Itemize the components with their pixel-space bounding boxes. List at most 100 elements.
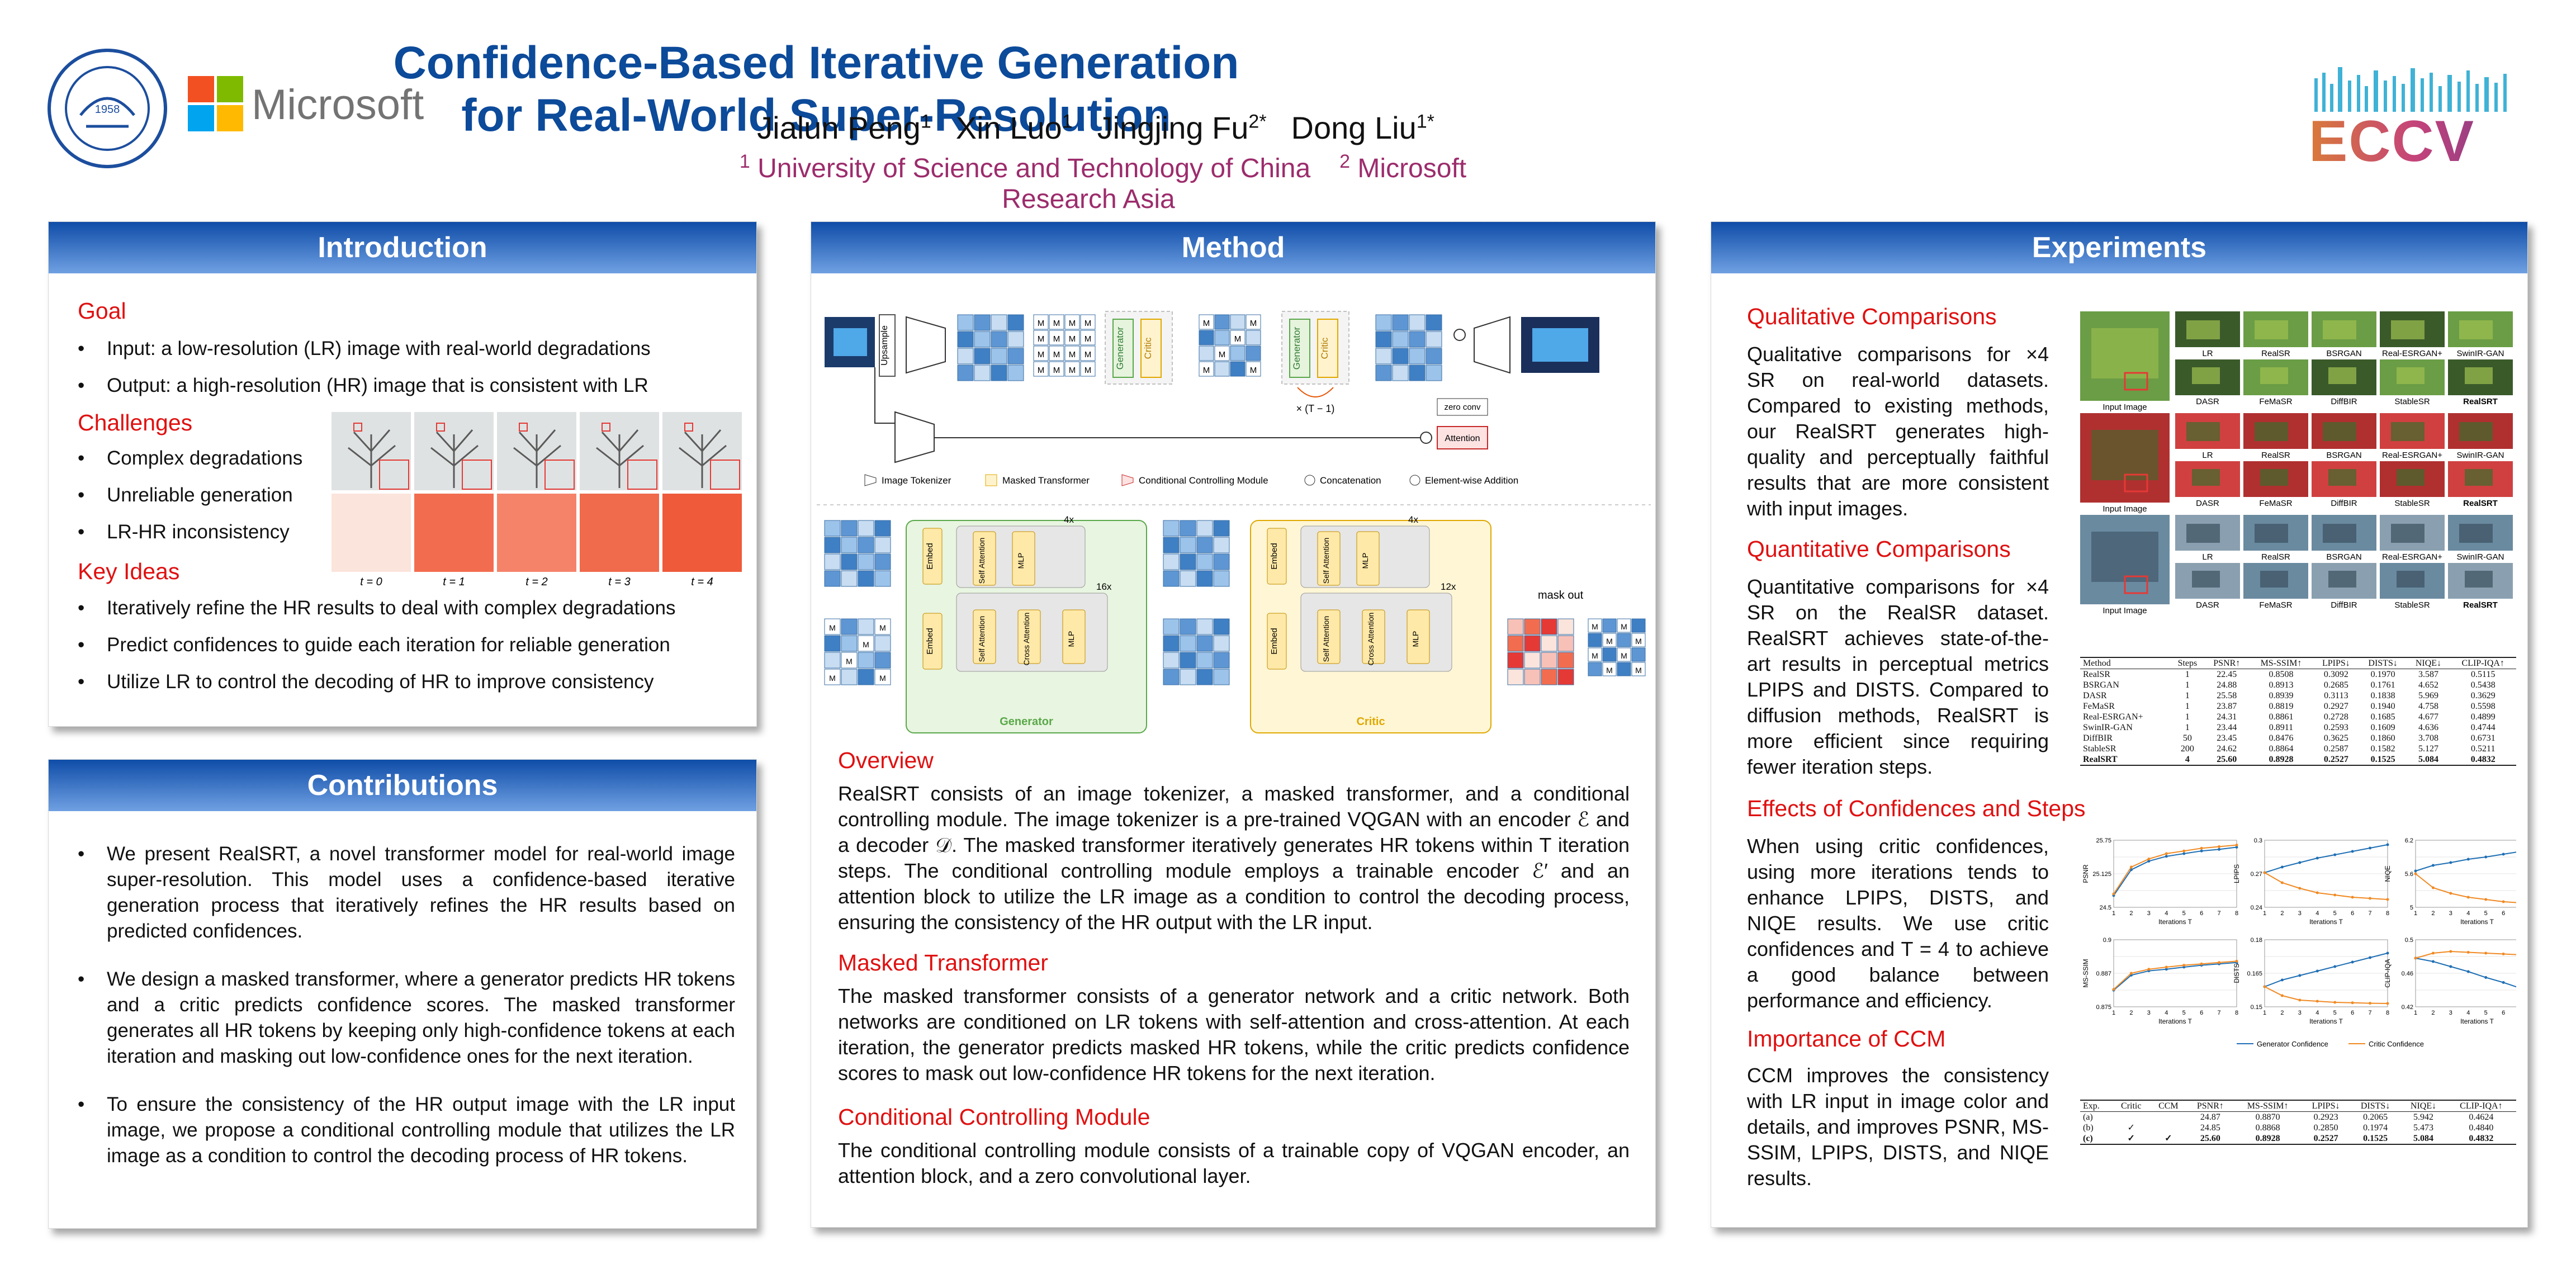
x-tick-label: 2 bbox=[2280, 910, 2284, 917]
table-cell: 24.31 bbox=[2217, 712, 2237, 722]
contribution-item: To ensure the consistency of the HR outp… bbox=[78, 1092, 735, 1169]
ustc-logo: 1958 bbox=[48, 49, 167, 168]
x-tick-label: 5 bbox=[2182, 1010, 2186, 1016]
upsample-label: Upsample bbox=[880, 325, 889, 366]
data-point bbox=[2351, 850, 2354, 853]
ccm-importance-text: CCM improves the consistency with LR inp… bbox=[1747, 1064, 2049, 1190]
mask-token: M bbox=[879, 623, 886, 632]
table-cell: 0.2065 bbox=[2363, 1112, 2388, 1122]
table-cell: 0.8939 bbox=[2269, 691, 2294, 700]
table-cell: 1 bbox=[2185, 691, 2190, 700]
table-cell: 0.5598 bbox=[2470, 702, 2496, 711]
table-cell: 0.8819 bbox=[2269, 702, 2294, 711]
table-cell: 0.1860 bbox=[2370, 733, 2395, 743]
x-tick-label: 6 bbox=[2200, 910, 2203, 917]
table-cell: 5.084 bbox=[2407, 754, 2450, 766]
mask-token: M bbox=[1085, 350, 1092, 359]
table-cell: ✓ bbox=[2149, 1133, 2187, 1145]
block-label: Self Attention bbox=[977, 616, 986, 662]
data-point bbox=[2280, 881, 2284, 884]
data-point bbox=[2386, 1002, 2389, 1005]
y-tick-label: 5.6 bbox=[2405, 871, 2413, 878]
table-cell: 0.2527 bbox=[2302, 1133, 2350, 1145]
mask-token: M bbox=[1053, 366, 1060, 375]
mask-token: M bbox=[1621, 651, 1627, 660]
x-tick-label: 6 bbox=[2502, 1010, 2505, 1016]
x-tick-label: 4 bbox=[2315, 910, 2319, 917]
table-cell: (b) bbox=[2083, 1123, 2094, 1133]
method-caption: RealSRT bbox=[2463, 600, 2498, 610]
method-caption: DiffBIR bbox=[2331, 397, 2357, 406]
data-point bbox=[2431, 951, 2435, 955]
block-label: MLP bbox=[1067, 631, 1076, 647]
x-tick-label: 6 bbox=[2502, 910, 2505, 917]
table-cell: 50 bbox=[2182, 733, 2192, 743]
table-cell: 4.636 bbox=[2418, 723, 2438, 732]
method-caption: FeMaSR bbox=[2259, 600, 2292, 610]
data-point bbox=[2333, 1001, 2337, 1004]
table-cell: Real-ESRGAN+ bbox=[2083, 712, 2143, 722]
eccv-wordmark: ECCV bbox=[2309, 112, 2521, 171]
iteration-column: t = 4 bbox=[662, 412, 742, 588]
x-tick-label: 2 bbox=[2280, 1010, 2284, 1016]
table-cell: 0.5211 bbox=[2471, 744, 2496, 754]
data-point bbox=[2431, 960, 2435, 963]
block-label: Self Attention bbox=[1322, 616, 1330, 662]
mask-token: M bbox=[1053, 319, 1060, 328]
table-cell: 0.1974 bbox=[2363, 1123, 2388, 1133]
data-point bbox=[2182, 964, 2186, 967]
embed-label: Embed bbox=[925, 628, 935, 655]
table-cell: 4 bbox=[2170, 754, 2205, 766]
table-cell: 0.8913 bbox=[2269, 680, 2294, 690]
table-cell: (c) bbox=[2080, 1133, 2113, 1145]
author-sup: 1 bbox=[920, 111, 931, 132]
data-point bbox=[2235, 959, 2238, 963]
author-sup: 1 bbox=[1062, 111, 1073, 132]
data-point bbox=[2502, 953, 2505, 955]
y-tick-label: 25.75 bbox=[2096, 837, 2111, 844]
data-point bbox=[2200, 846, 2203, 850]
data-point bbox=[2165, 855, 2168, 858]
data-point bbox=[2484, 855, 2488, 859]
challenge-item: Unreliable generation bbox=[78, 482, 368, 508]
y-axis-label: PSNR bbox=[2082, 864, 2090, 883]
table-cell: 0.4832 bbox=[2446, 1133, 2516, 1145]
table-header-cell: NIQE↓ bbox=[2400, 1100, 2446, 1112]
table-cell: 24.87 bbox=[2200, 1112, 2220, 1122]
data-point bbox=[2466, 858, 2470, 861]
method-caption: DiffBIR bbox=[2331, 499, 2357, 508]
table-cell: 0.8911 bbox=[2269, 723, 2294, 732]
generator-label: Generator bbox=[1115, 326, 1125, 370]
table-cell: 0.8928 bbox=[2249, 754, 2313, 766]
author-name: Xin Luo1 bbox=[955, 110, 1073, 145]
series-line bbox=[2113, 844, 2237, 894]
challenge-item: LR-HR inconsistency bbox=[78, 519, 368, 545]
x-tick-label: 7 bbox=[2369, 910, 2372, 917]
mask-token: M bbox=[1635, 666, 1642, 675]
series-line bbox=[2113, 962, 2237, 991]
affiliation: 1 University of Science and Technology o… bbox=[740, 151, 1310, 183]
iteration-column: t = 3 bbox=[580, 412, 659, 588]
table-cell: RealSRT bbox=[2080, 754, 2171, 766]
ccm-heading: Conditional Controlling Module bbox=[838, 1104, 1150, 1130]
method-caption: DiffBIR bbox=[2331, 600, 2357, 610]
data-point bbox=[2351, 1001, 2354, 1005]
method-caption: BSRGAN bbox=[2326, 552, 2361, 562]
table-header-cell: CLIP-IQA↑ bbox=[2446, 1100, 2516, 1112]
table-header-cell: Steps bbox=[2170, 657, 2205, 669]
table-cell: 0.8476 bbox=[2269, 733, 2294, 743]
table-cell: 0.3092 bbox=[2323, 670, 2348, 679]
data-point bbox=[2298, 974, 2302, 977]
experiments-panel: Experiments Qualitative Comparisons Qual… bbox=[1711, 221, 2528, 1228]
legend-ccm: Conditional Controlling Module bbox=[1139, 475, 1268, 486]
data-point bbox=[2298, 998, 2302, 1002]
method-caption: Real-ESRGAN+ bbox=[2382, 552, 2442, 562]
block-label: Cross Attention bbox=[1366, 613, 1375, 666]
